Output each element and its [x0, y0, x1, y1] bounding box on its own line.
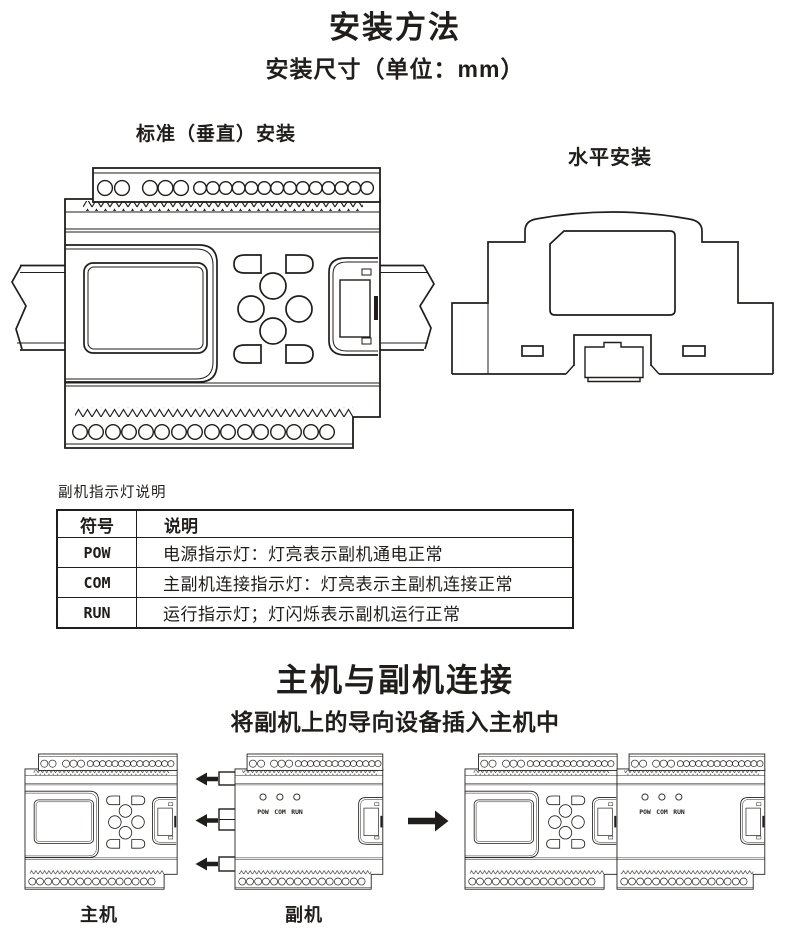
- label-horizontal-install: 水平安装: [568, 147, 652, 169]
- device-side-profile: [451, 211, 774, 374]
- din-clip: [565, 334, 660, 383]
- led-description: 运行指示灯；灯闪烁表示副机运行正常: [136, 597, 574, 629]
- display-side: [549, 230, 676, 316]
- vertical-install-diagram: [11, 167, 435, 449]
- table-header-row: 符号 说明: [56, 509, 574, 538]
- led-label-pow: POW: [639, 808, 651, 816]
- led-table-caption: 副机指示灯说明: [58, 485, 167, 501]
- connection-diagram: POW COM RUN POW COM RUN: [24, 753, 766, 890]
- table-row: RUN 运行指示灯；灯闪烁表示副机运行正常: [56, 597, 574, 629]
- connection-section-title: 主机与副机连接: [275, 662, 514, 698]
- led-label-com: COM: [656, 808, 668, 816]
- insert-arrow-icon: [195, 814, 218, 827]
- side-slot-right: [682, 345, 706, 357]
- side-slot-left: [521, 345, 544, 357]
- led-label-run: RUN: [291, 808, 303, 816]
- din-rail-right: [378, 264, 435, 351]
- column-header-description: 说明: [136, 509, 574, 538]
- rail-break-icon: [419, 265, 435, 350]
- master-unit-label: 主机: [80, 905, 118, 925]
- slave-unit: [234, 753, 384, 890]
- rail-break-icon: [11, 265, 27, 350]
- led-symbol: POW: [56, 537, 137, 568]
- led-label-pow: POW: [257, 808, 269, 816]
- led-description: 主副机连接指示灯：灯亮表示主副机连接正常: [136, 567, 574, 598]
- merge-arrow-icon: [408, 810, 449, 832]
- page-title: 安装方法: [329, 10, 461, 45]
- led-symbol: COM: [56, 567, 137, 598]
- assembly-slave-unit: [616, 753, 766, 890]
- horizontal-install-diagram: [451, 211, 774, 383]
- insert-arrow-icon: [195, 772, 218, 786]
- led-label-com: COM: [274, 808, 286, 816]
- led-label-run: RUN: [673, 808, 685, 816]
- assembly-master-unit: [464, 753, 618, 890]
- master-device-large: [64, 167, 381, 449]
- led-indicator-table: 符号 说明 POW 电源指示灯：灯亮表示副机通电正常 COM 主副机连接指示灯：…: [56, 509, 574, 629]
- label-vertical-install: 标准（垂直）安装: [136, 124, 297, 145]
- din-rail-left: [11, 264, 67, 351]
- page-subtitle: 安装尺寸（单位：mm）: [265, 56, 525, 82]
- table-row: POW 电源指示灯：灯亮表示副机通电正常: [56, 537, 574, 568]
- table-row: COM 主副机连接指示灯：灯亮表示主副机连接正常: [56, 567, 574, 598]
- column-header-symbol: 符号: [56, 509, 137, 538]
- led-symbol: RUN: [56, 597, 137, 629]
- led-description: 电源指示灯：灯亮表示副机通电正常: [136, 537, 574, 568]
- slave-unit-label: 副机: [285, 905, 323, 925]
- master-unit-small: [24, 753, 178, 890]
- insert-arrow-icon: [195, 857, 218, 871]
- guide-connectors: [218, 771, 237, 872]
- connection-section-subtitle: 将副机上的导向设备插入主机中: [230, 709, 560, 735]
